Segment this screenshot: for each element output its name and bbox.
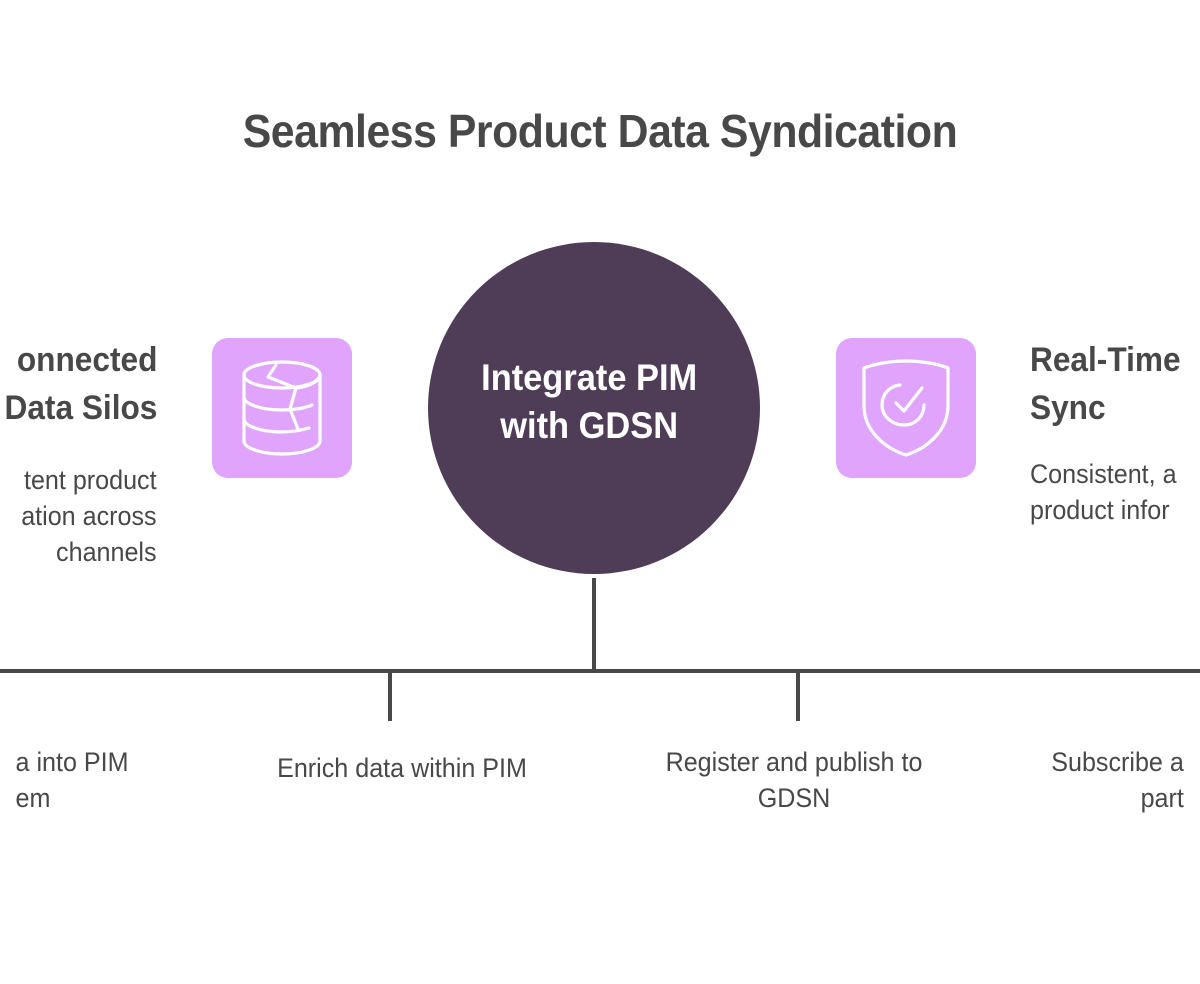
diagram-title: Seamless Product Data Syndication	[242, 105, 958, 157]
step-connector-tick	[796, 673, 800, 721]
right-desc-line-2: product infor	[1030, 495, 1170, 525]
broken-database-icon	[242, 360, 322, 456]
step-line-1: Enrich data within PIM	[277, 753, 527, 783]
step-label: Enrich data within PIM	[214, 750, 590, 786]
right-card-description: Consistent, a product infor	[1030, 456, 1177, 528]
hub-label-line-1: Integrate PIM	[480, 357, 698, 398]
left-desc-line-3: channels	[56, 537, 157, 567]
left-desc-line-1: tent product	[24, 465, 158, 495]
step-line-1: Register and publish to	[665, 747, 923, 777]
timeline-bus-line	[0, 669, 1200, 673]
right-desc-line-1: Consistent, a	[1030, 459, 1177, 489]
step-line-1: Subscribe a	[1051, 747, 1184, 777]
step-label: Subscribe a part	[1042, 744, 1184, 816]
step-line-2: part	[1140, 783, 1184, 813]
right-card-heading: Real-Time Sync	[1030, 336, 1181, 432]
left-heading-line-1: onnected	[16, 341, 157, 379]
right-heading-line-2: Sync	[1030, 389, 1106, 427]
right-heading-line-1: Real-Time	[1030, 341, 1181, 379]
central-hub: Integrate PIM with GDSN	[428, 242, 760, 574]
hub-label: Integrate PIM with GDSN	[481, 354, 697, 450]
step-label: Register and publish to GDSN	[608, 744, 980, 816]
step-line-2: em	[15, 783, 51, 813]
step-label: a into PIM em	[16, 744, 129, 816]
hub-connector-line	[592, 578, 596, 670]
step-line-2: GDSN	[757, 783, 831, 813]
left-desc-line-2: ation across	[21, 501, 157, 531]
step-connector-tick	[388, 673, 392, 721]
left-card-description: tent product ation across channels	[22, 462, 157, 570]
step-line-1: a into PIM	[15, 747, 129, 777]
left-icon-tile	[212, 338, 352, 478]
left-card-heading: onnected Data Silos	[4, 336, 157, 432]
left-heading-line-2: Data Silos	[4, 389, 157, 427]
shield-check-icon	[862, 359, 950, 457]
right-icon-tile	[836, 338, 976, 478]
hub-label-line-2: with GDSN	[500, 405, 678, 446]
